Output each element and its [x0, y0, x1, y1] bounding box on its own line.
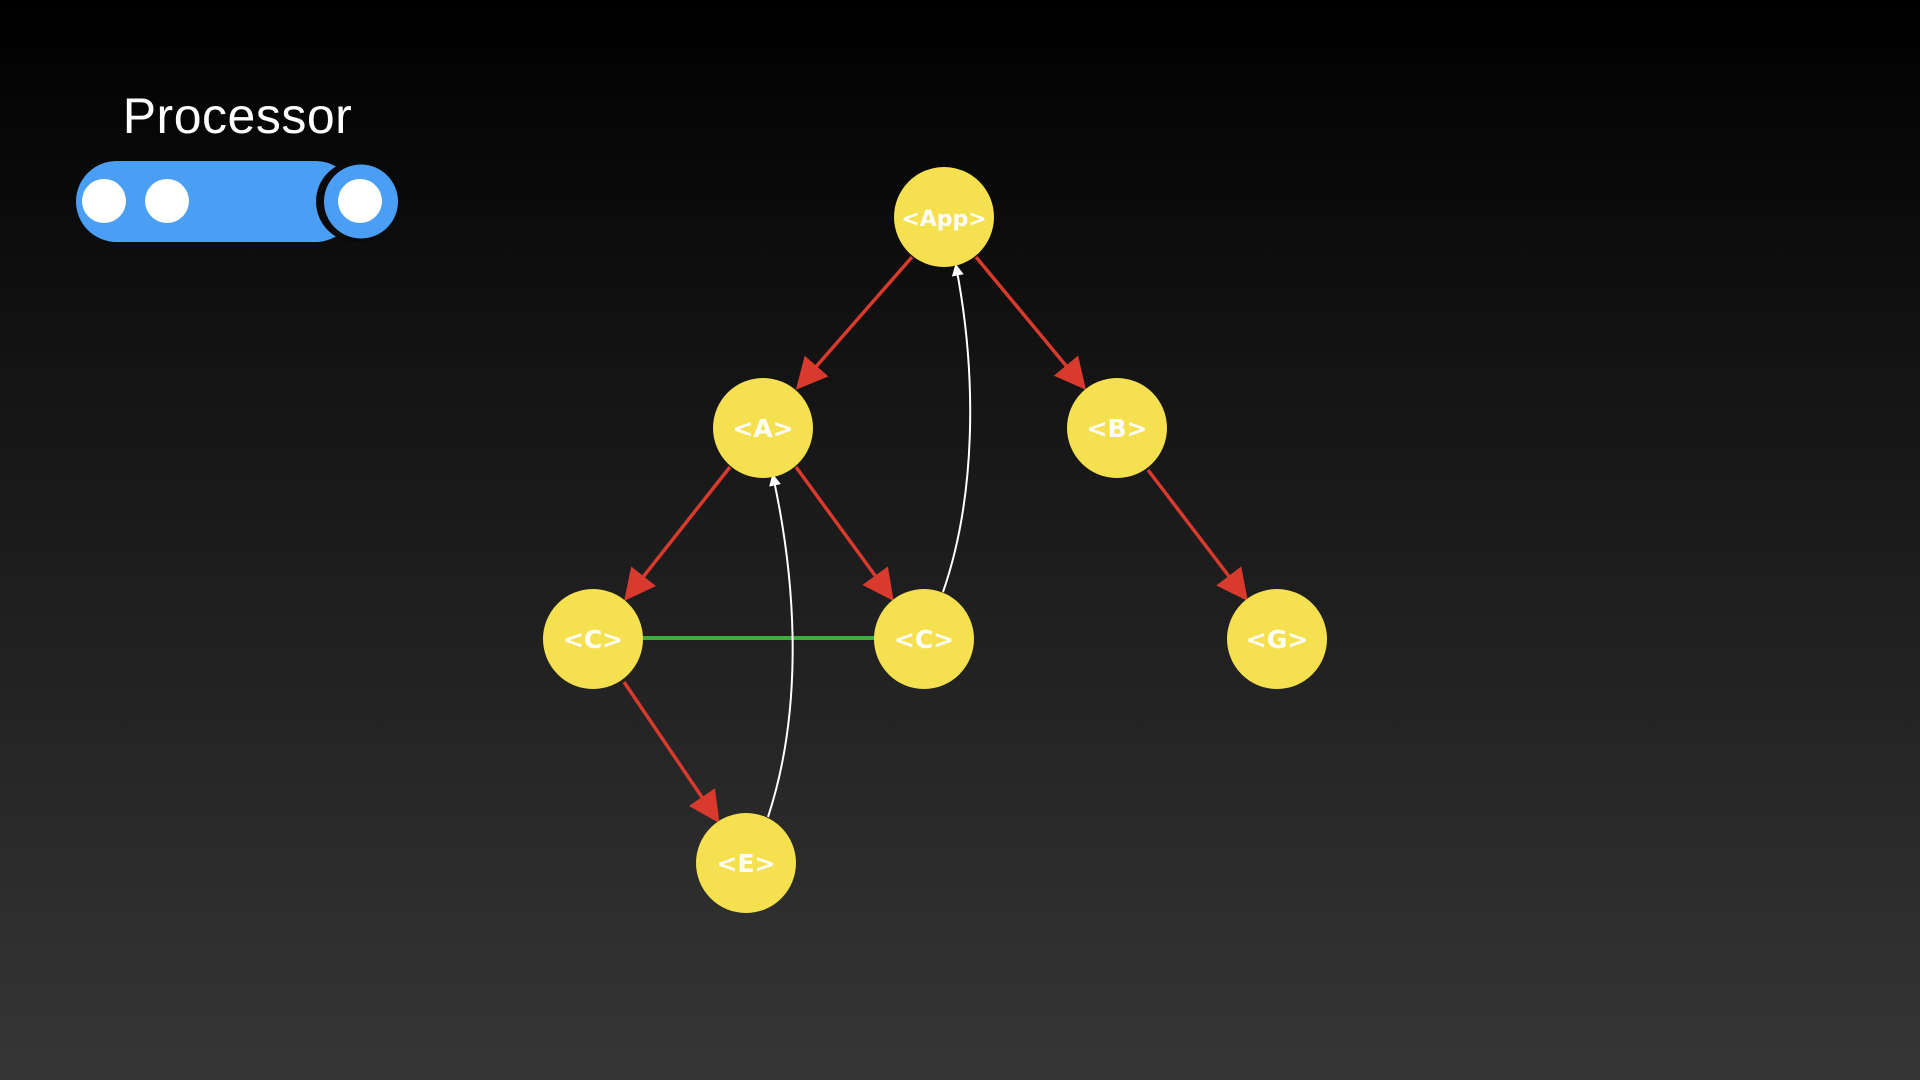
node-app: <App>	[894, 167, 994, 267]
node-c-left: <C>	[543, 589, 643, 689]
node-e-circle	[696, 813, 796, 913]
queued-unit-1	[82, 179, 126, 223]
tree-edge-a-c2	[794, 465, 894, 602]
node-c-left-circle	[543, 589, 643, 689]
node-g-label: <G>	[1246, 625, 1308, 654]
processor-title: Processor	[122, 88, 353, 144]
tree-edge-a-c1	[624, 465, 732, 601]
return-edge-e-a	[767, 473, 794, 818]
node-a: <A>	[713, 378, 813, 478]
tree-edge-c1-e	[622, 681, 720, 824]
node-app-circle	[894, 167, 994, 267]
node-app-label: <App>	[901, 207, 986, 232]
node-c-right: <C>	[874, 589, 974, 689]
queued-unit-2	[145, 179, 189, 223]
node-e-label: <E>	[717, 849, 776, 878]
tree-edge-b-g	[1146, 468, 1248, 602]
node-e: <E>	[696, 813, 796, 913]
return-edge-c2-app	[942, 263, 972, 593]
node-c-left-label: <C>	[563, 625, 623, 654]
node-b: <B>	[1067, 378, 1167, 478]
tree-edge-app-b	[974, 255, 1087, 390]
node-g-circle	[1227, 589, 1327, 689]
node-b-circle	[1067, 378, 1167, 478]
active-unit	[338, 179, 382, 223]
node-a-label: <A>	[732, 414, 793, 443]
node-c-right-circle	[874, 589, 974, 689]
node-g: <G>	[1227, 589, 1327, 689]
node-a-circle	[713, 378, 813, 478]
pipe-body	[76, 161, 356, 242]
node-b-label: <B>	[1087, 414, 1148, 443]
tree-edge-app-a	[795, 255, 914, 390]
node-c-right-label: <C>	[894, 625, 954, 654]
